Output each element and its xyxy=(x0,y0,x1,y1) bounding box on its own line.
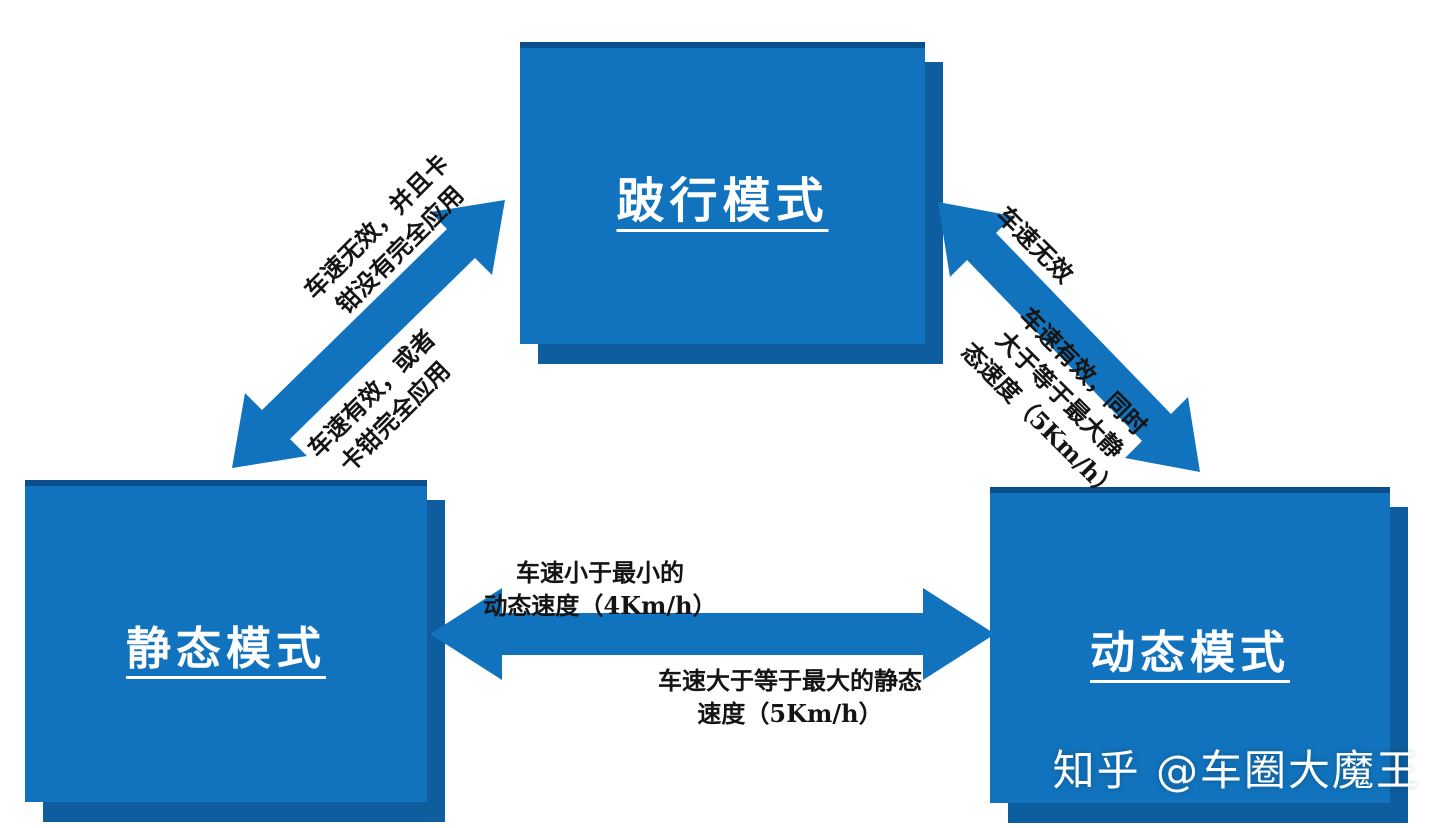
node-static-mode-title: 静态模式 xyxy=(125,621,326,675)
node-limp-mode-title: 跛行模式 xyxy=(616,173,829,229)
watermark-text: 知乎 @车圈大魔王 xyxy=(1052,746,1420,795)
edge-label-limp-static-upper: 车速无效，并且卡 钳没有完全应用 xyxy=(298,148,470,320)
node-dynamic-mode-title: 动态模式 xyxy=(1089,625,1290,679)
node-static-mode: 静态模式 xyxy=(25,480,427,802)
edge-label-limp-static-lower: 车速有效，或者 卡钳完全应用 xyxy=(301,323,456,478)
edge-label-limp-dynamic-upper: 车速无效 xyxy=(990,200,1080,289)
edge-label-static-dynamic-upper: 车速小于最小的 动态速度（4Km/h） xyxy=(483,558,717,621)
node-limp-mode: 跛行模式 xyxy=(520,42,925,344)
edge-label-limp-dynamic-lower: 车速有效，同时 大于等于最大静 态速度（5Km/h） xyxy=(955,301,1154,506)
node-dynamic-mode: 动态模式 xyxy=(990,487,1390,803)
edge-label-static-dynamic-lower: 车速大于等于最大的静态 速度（5Km/h） xyxy=(658,666,922,729)
